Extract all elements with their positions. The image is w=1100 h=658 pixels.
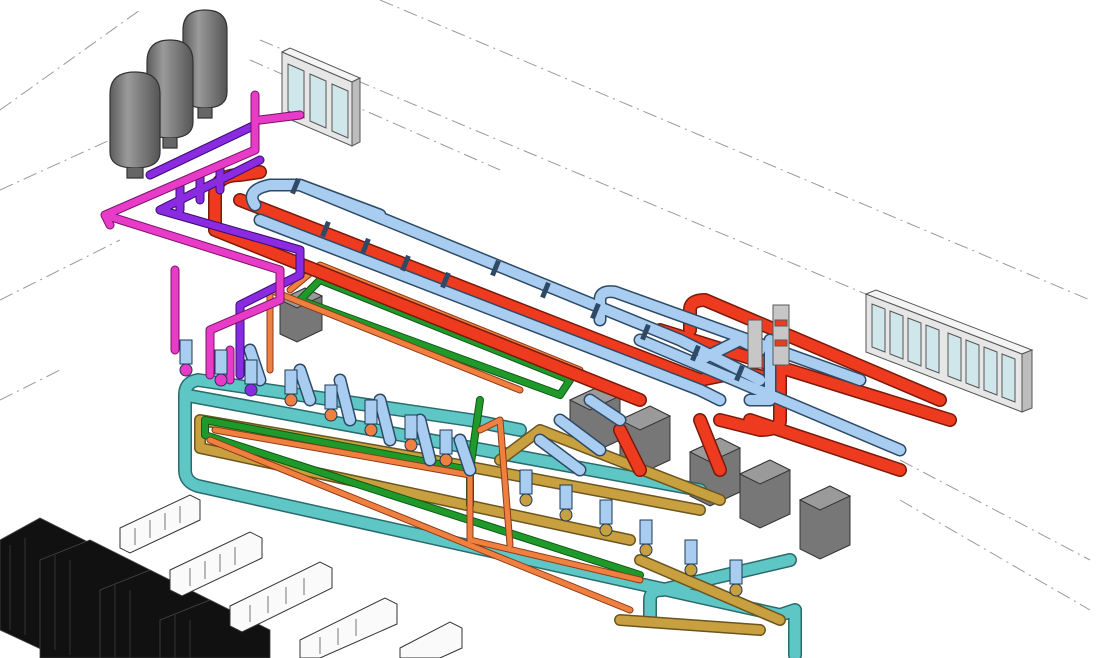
pump-unit: [214, 349, 228, 387]
red-pipes: [208, 165, 957, 477]
pump-unit: [179, 339, 193, 377]
pump-unit: [559, 484, 573, 522]
pump-units: [179, 339, 743, 597]
pipe-flanges: [290, 177, 745, 382]
heat-exchanger: [738, 459, 792, 529]
purple-pipes: [145, 120, 305, 380]
heat-exchanger: [798, 485, 852, 560]
equipment-racks: [119, 494, 463, 658]
pump-unit: [729, 559, 743, 597]
pump-unit: [244, 359, 258, 397]
pump-unit: [439, 429, 453, 467]
pump-unit: [684, 539, 698, 577]
filter-tank: [109, 71, 161, 179]
guide-lines: [0, 0, 1091, 611]
green-pipe-loop: [201, 276, 644, 579]
filter-tanks: [109, 9, 228, 179]
control-panel: [864, 289, 1034, 413]
control-panel: [280, 47, 362, 147]
pump-unit: [639, 519, 653, 557]
pump-unit: [404, 414, 418, 452]
pump-unit: [519, 469, 533, 507]
server-racks: [0, 517, 271, 658]
tan-pipe-loop: [194, 414, 786, 636]
pump-unit: [364, 399, 378, 437]
magenta-pipes: [100, 90, 305, 385]
pump-unit: [284, 369, 298, 407]
blue-pipes: [243, 178, 907, 477]
vertical-risers: [747, 304, 790, 369]
pump-unit: [324, 384, 338, 422]
pump-unit: [599, 499, 613, 537]
